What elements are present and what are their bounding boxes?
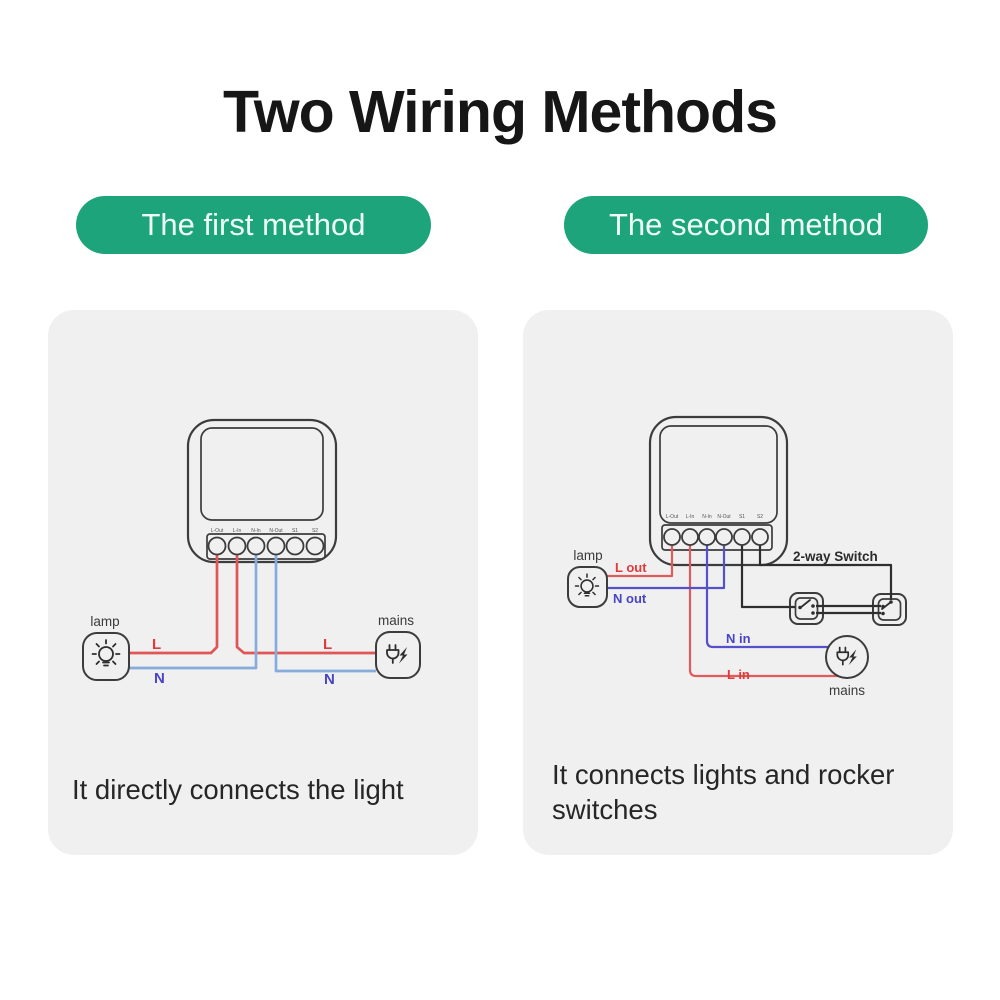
switch-left-body bbox=[789, 592, 824, 625]
live-label-right: L bbox=[323, 636, 332, 653]
smart-switch-device: L-Out L-In N-In N-Out S1 S2 bbox=[648, 415, 789, 567]
terminal-n-out bbox=[266, 536, 286, 556]
wire-s1-switch bbox=[740, 537, 795, 609]
page-title: Two Wiring Methods bbox=[223, 79, 778, 145]
lamp-label: lamp bbox=[573, 548, 602, 563]
wire-neutral-mains bbox=[274, 555, 376, 673]
plug-icon bbox=[386, 644, 408, 664]
n-out-label: N out bbox=[613, 591, 647, 606]
terminal-l-in bbox=[681, 528, 699, 546]
terminal-label-s2: S2 bbox=[757, 514, 763, 520]
bulb-icon bbox=[91, 639, 121, 667]
switch-right-face bbox=[877, 598, 902, 621]
terminal-l-in bbox=[227, 536, 247, 556]
terminal-label-l-in: L-In bbox=[686, 514, 695, 520]
switch-left-face bbox=[794, 597, 819, 620]
switch-left-lever bbox=[799, 599, 811, 609]
terminal-label-s1: S1 bbox=[739, 514, 745, 520]
terminal-label-n-out: N-Out bbox=[269, 528, 283, 534]
plug-icon bbox=[836, 646, 857, 666]
lamp-icon bbox=[82, 632, 130, 681]
wire-s2-switch bbox=[758, 537, 893, 600]
second-method-panel: L-Out L-In N-In N-Out S1 S2 bbox=[523, 310, 953, 855]
first-method-caption: It directly connects the light bbox=[72, 774, 404, 805]
terminal-l-out bbox=[207, 536, 227, 556]
two-way-switch-label: 2-way Switch bbox=[793, 549, 878, 564]
device-body bbox=[648, 415, 789, 567]
lamp-icon-box bbox=[82, 632, 130, 681]
wire-n-out bbox=[607, 537, 726, 590]
rocker-switch-left bbox=[789, 592, 824, 625]
terminal-label-n-out: N-Out bbox=[717, 514, 731, 520]
terminal-label-n-in: N-In bbox=[702, 514, 712, 520]
rocker-switch-right bbox=[872, 593, 907, 626]
wiring bbox=[129, 555, 376, 673]
wire-n-in bbox=[705, 537, 829, 649]
terminal-label-l-out: L-Out bbox=[666, 514, 679, 520]
terminal-s2 bbox=[305, 536, 325, 556]
first-method-diagram: L-Out L-In N-In N-Out S1 S2 bbox=[82, 418, 421, 688]
terminal-label-l-out: L-Out bbox=[211, 528, 224, 534]
terminal-holes bbox=[663, 528, 769, 546]
terminal-strip bbox=[661, 524, 773, 551]
terminal-holes bbox=[207, 536, 325, 556]
lamp-label: lamp bbox=[90, 614, 119, 629]
lamp-icon-box bbox=[567, 566, 608, 608]
terminal-s1 bbox=[285, 536, 305, 556]
second-method-badge: The second method bbox=[564, 196, 928, 254]
bolt-icon bbox=[399, 647, 408, 664]
terminal-strip bbox=[206, 533, 326, 560]
n-in-label: N in bbox=[726, 631, 751, 646]
terminal-n-out bbox=[715, 528, 733, 546]
neutral-label-right: N bbox=[324, 671, 335, 688]
mains-label: mains bbox=[829, 683, 865, 698]
terminal-label-s1: S1 bbox=[292, 528, 298, 534]
switch-contacts bbox=[798, 599, 893, 616]
wire-live-lamp bbox=[129, 555, 219, 655]
bolt-icon bbox=[848, 649, 857, 666]
second-method-caption: It connects lights and rocker switches bbox=[552, 759, 895, 825]
neutral-label-left: N bbox=[154, 670, 165, 687]
terminal-s1 bbox=[733, 528, 751, 546]
device-body bbox=[186, 418, 338, 564]
second-method-diagram: L-Out L-In N-In N-Out S1 S2 bbox=[567, 415, 907, 698]
wire-neutral-lamp bbox=[129, 555, 258, 670]
live-label-left: L bbox=[152, 636, 161, 653]
wire-l-in bbox=[688, 537, 838, 678]
terminal-label-l-in: L-In bbox=[233, 528, 242, 534]
device-face bbox=[659, 425, 778, 524]
mains-icon bbox=[825, 635, 869, 679]
l-out-label: L out bbox=[615, 560, 647, 575]
terminal-s2 bbox=[751, 528, 769, 546]
l-in-label: L in bbox=[727, 667, 750, 682]
terminal-n-in bbox=[246, 536, 266, 556]
mains-label: mains bbox=[378, 613, 414, 628]
first-method-label: The first method bbox=[141, 207, 366, 242]
terminal-label-n-in: N-In bbox=[251, 528, 261, 534]
device-face bbox=[200, 427, 324, 521]
first-method-badge: The first method bbox=[76, 196, 431, 254]
first-method-panel: L-Out L-In N-In N-Out S1 S2 bbox=[48, 310, 478, 855]
terminal-l-out bbox=[663, 528, 681, 546]
smart-switch-device: L-Out L-In N-In N-Out S1 S2 bbox=[186, 418, 338, 564]
wire-live-mains bbox=[235, 555, 376, 655]
terminal-label-s2: S2 bbox=[312, 528, 318, 534]
lamp-icon bbox=[567, 566, 608, 608]
bulb-icon bbox=[574, 573, 600, 597]
wiring bbox=[607, 537, 893, 678]
second-method-label: The second method bbox=[608, 207, 883, 242]
terminal-n-in bbox=[698, 528, 716, 546]
wire-l-out bbox=[607, 537, 674, 578]
mains-icon bbox=[375, 631, 421, 679]
switch-right-body bbox=[872, 593, 907, 626]
